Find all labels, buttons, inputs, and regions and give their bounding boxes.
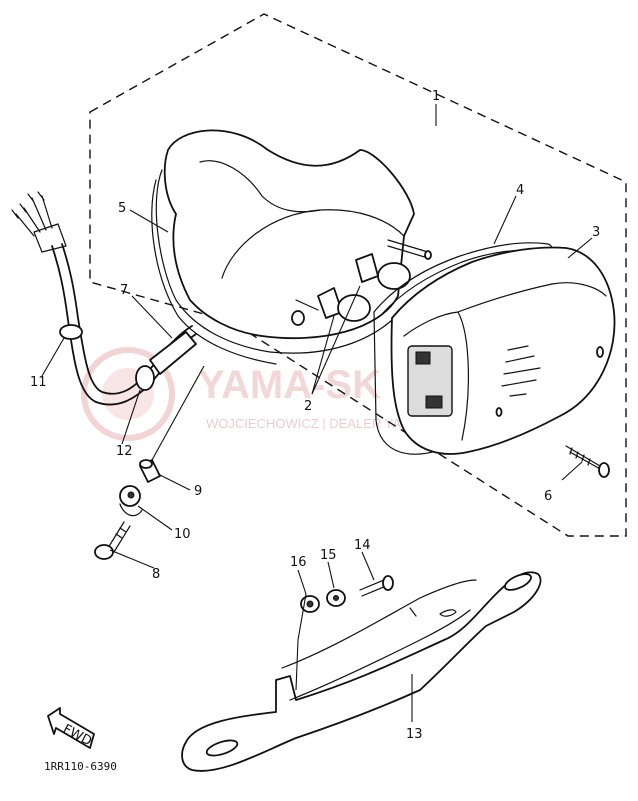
wire-lead-2 bbox=[27, 193, 47, 231]
wire-lead-3 bbox=[37, 191, 53, 229]
wire-lead-4 bbox=[11, 209, 35, 237]
leader-9-to-base bbox=[151, 365, 205, 461]
stud-upper bbox=[387, 239, 429, 259]
forward-arrow: FWD bbox=[47, 707, 95, 749]
stud-upper-tip bbox=[424, 250, 432, 260]
bulbs bbox=[317, 253, 411, 322]
callout-5: 5 bbox=[118, 201, 126, 216]
callout-9: 9 bbox=[194, 484, 202, 499]
base-flange-outer bbox=[151, 179, 277, 365]
leader-14 bbox=[361, 551, 375, 581]
callout-16: 16 bbox=[290, 555, 307, 570]
callout-11: 11 bbox=[30, 375, 47, 390]
bulb-upper-glass bbox=[377, 262, 411, 290]
cable-damper-ring bbox=[135, 365, 155, 391]
callout-12: 12 bbox=[116, 444, 133, 459]
license-window-spot-2 bbox=[425, 395, 443, 409]
base-body bbox=[163, 129, 415, 340]
leader-15 bbox=[327, 561, 335, 589]
wire-sheath-end bbox=[33, 223, 67, 253]
leader-12 bbox=[121, 389, 141, 445]
leader-10 bbox=[137, 505, 173, 531]
leader-11 bbox=[41, 337, 65, 377]
bolt-8-thread bbox=[115, 527, 127, 539]
collar-9-top bbox=[139, 459, 153, 469]
taillight-base bbox=[151, 129, 432, 365]
base-flange-inner bbox=[155, 169, 411, 354]
callout-4: 4 bbox=[516, 183, 524, 198]
stud-lower-tip bbox=[291, 310, 305, 326]
callout-labels: 1 2 3 4 5 6 7 8 9 10 11 12 13 14 15 16 bbox=[30, 89, 600, 742]
callout-6: 6 bbox=[544, 489, 552, 504]
bolt-14-shank bbox=[359, 579, 387, 597]
lens-screw-hole-bottom bbox=[495, 407, 503, 417]
leader-8 bbox=[109, 549, 155, 569]
leader-3 bbox=[567, 237, 593, 259]
bracket-slot-right bbox=[504, 573, 532, 591]
bracket-hole-mark bbox=[439, 609, 457, 617]
lens-screw bbox=[565, 445, 610, 478]
leader-9 bbox=[157, 473, 191, 491]
lens-screw-head bbox=[598, 462, 610, 478]
callout-3: 3 bbox=[592, 225, 600, 240]
callout-10: 10 bbox=[174, 527, 191, 542]
lens-front-edge bbox=[403, 311, 469, 441]
wire-lead-1 bbox=[19, 203, 41, 233]
leader-7 bbox=[131, 295, 173, 339]
damper-10-hole bbox=[127, 491, 135, 499]
watermark-subtitle: WOJCIECHOWICZ | DEALER YAMAHA bbox=[206, 416, 439, 431]
damper-10-band bbox=[119, 503, 143, 517]
part-code: 1RR110-6390 bbox=[44, 760, 117, 773]
bracket-fold bbox=[289, 609, 471, 701]
leader-lines bbox=[41, 104, 593, 722]
mounting-hardware bbox=[94, 459, 161, 560]
leader-16 bbox=[295, 569, 307, 691]
callout-8: 8 bbox=[152, 567, 160, 582]
callout-13: 13 bbox=[406, 727, 423, 742]
cable-tube bbox=[149, 331, 197, 375]
bracket-upper-arm bbox=[281, 579, 477, 669]
callout-2: 2 bbox=[304, 399, 312, 414]
lens-screw-hole-top bbox=[596, 346, 604, 358]
washer-15-hole bbox=[333, 595, 339, 601]
leader-2b bbox=[311, 315, 335, 395]
bolt-14-head bbox=[382, 575, 394, 591]
watermark-logo-ring bbox=[81, 347, 175, 441]
license-window-spot-1 bbox=[415, 351, 431, 365]
license-bracket bbox=[181, 571, 542, 772]
bracket-tab bbox=[409, 607, 417, 617]
lens-markings bbox=[501, 345, 541, 397]
callout-15: 15 bbox=[320, 548, 337, 563]
bolt-8-head bbox=[94, 544, 114, 560]
bolt-8-shank bbox=[107, 521, 131, 553]
lens-screw-thread bbox=[569, 447, 591, 466]
fwd-arrow-shape bbox=[47, 707, 95, 749]
stud-lower bbox=[295, 299, 319, 311]
bulb-lower-glass bbox=[337, 294, 371, 322]
bracket-slot-left bbox=[205, 739, 239, 757]
callout-14: 14 bbox=[354, 538, 371, 553]
callout-1: 1 bbox=[432, 89, 440, 104]
bracket-plate bbox=[181, 571, 542, 772]
lens-top-edge bbox=[457, 282, 607, 313]
wiring-harness bbox=[11, 191, 197, 406]
leader-4 bbox=[493, 195, 517, 245]
base-top-crease bbox=[199, 160, 321, 213]
leader-5 bbox=[129, 209, 169, 233]
leader-6 bbox=[561, 461, 583, 481]
leader-2a bbox=[311, 285, 361, 395]
assembly-outline bbox=[89, 13, 627, 537]
bracket-hardware bbox=[300, 575, 394, 613]
cable-grommet bbox=[59, 324, 83, 340]
callout-7: 7 bbox=[120, 283, 128, 298]
taillight-lens bbox=[390, 246, 616, 455]
nut-16-hole bbox=[306, 600, 314, 608]
